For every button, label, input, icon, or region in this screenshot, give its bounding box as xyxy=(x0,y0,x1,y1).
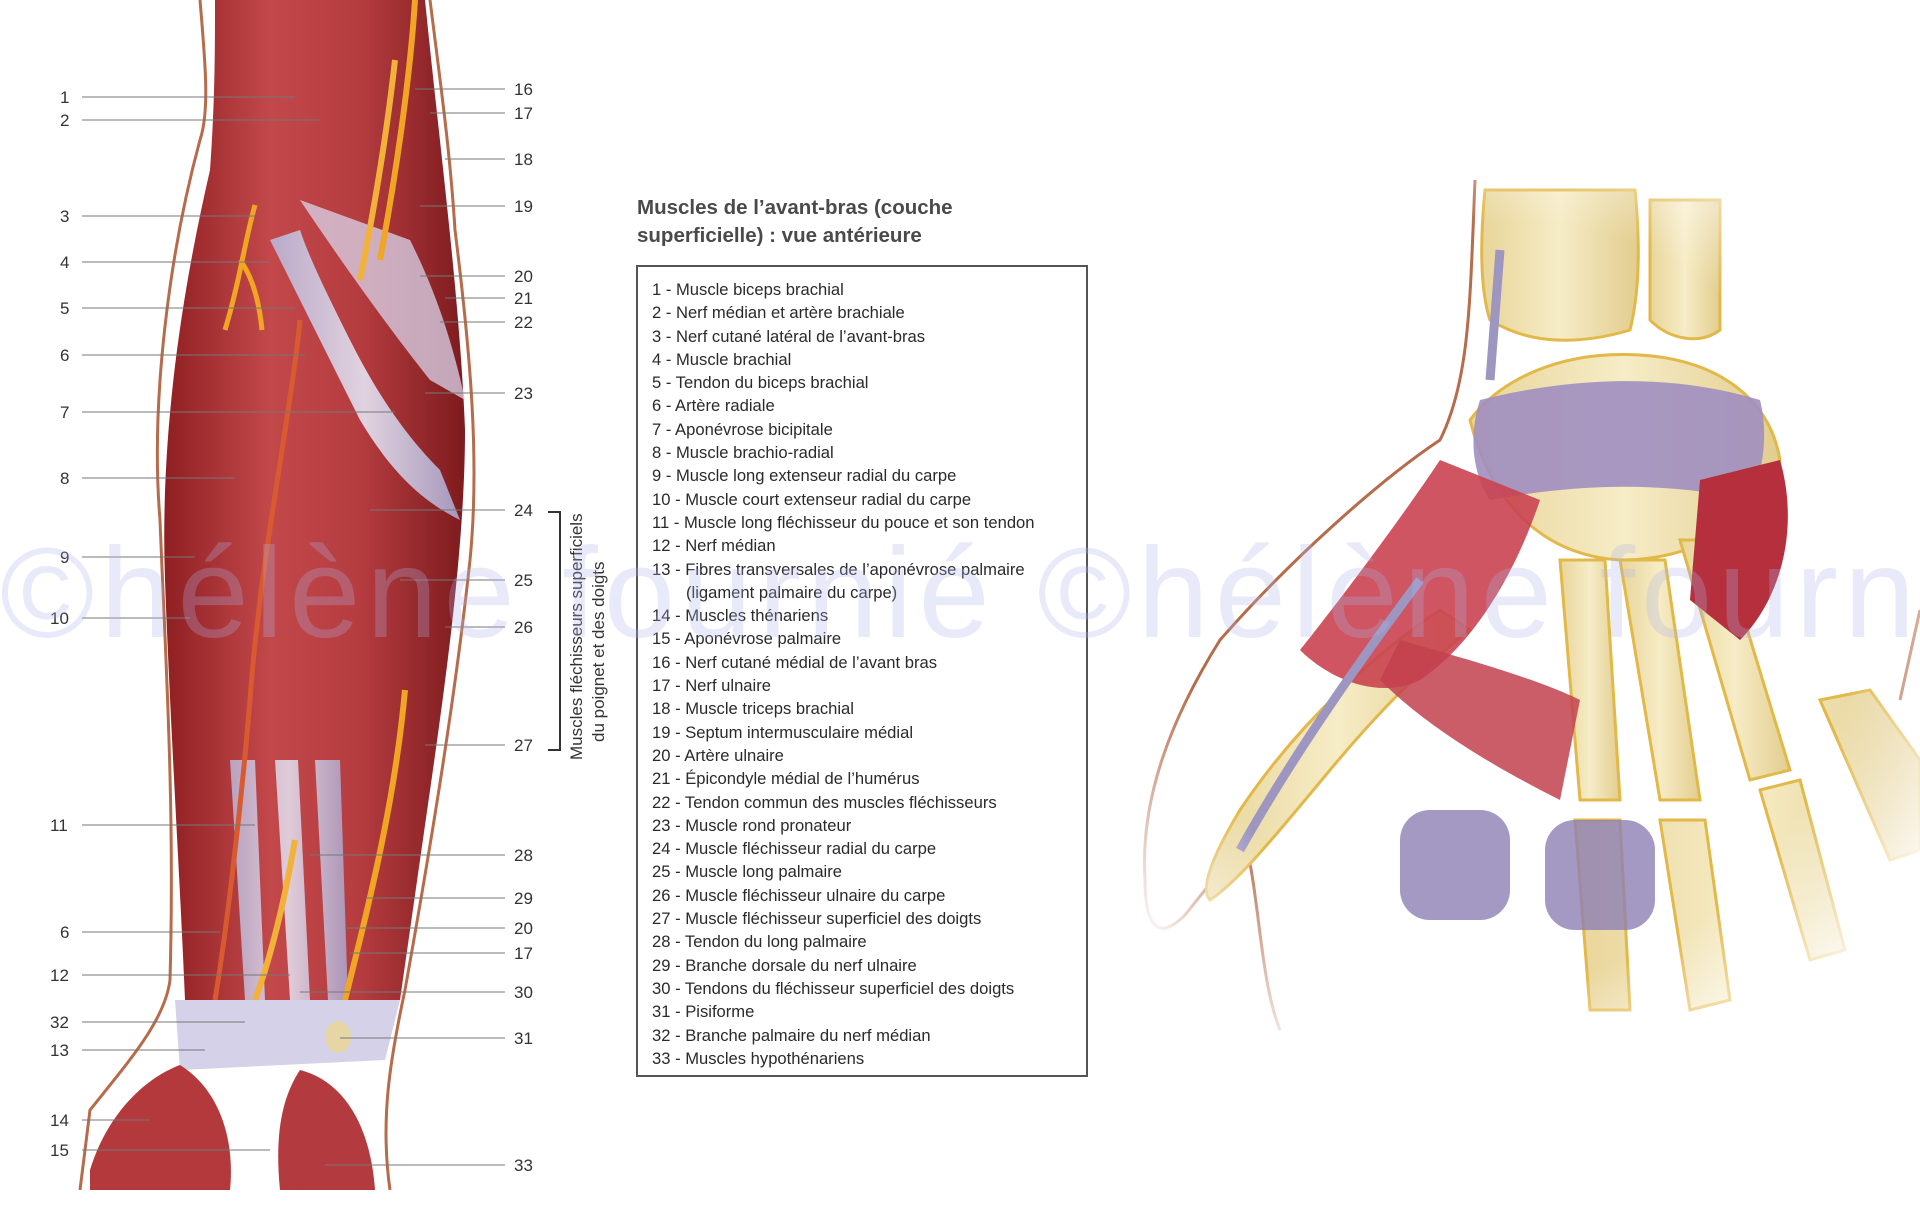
biceps-tendon xyxy=(270,230,460,520)
legend-item: 7 - Aponévrose bicipitale xyxy=(652,419,833,439)
legend-item: 14 - Muscles thénariens xyxy=(652,606,829,626)
legend-item: 28 - Tendon du long palmaire xyxy=(652,932,867,952)
legend-item: 2 - Nerf médian et artère brachiale xyxy=(652,303,905,323)
legend-item-continuation: (ligament palmaire du carpe) xyxy=(686,582,898,602)
legend-item: 11 - Muscle long fléchisseur du pouce et… xyxy=(652,512,1035,532)
label-right-21: 21 xyxy=(514,289,533,308)
legend-item: 22 - Tendon commun des muscles fléchisse… xyxy=(652,792,997,812)
legend-item: 31 - Pisiforme xyxy=(652,1002,755,1022)
forearm-drawing xyxy=(78,0,476,1191)
label-left-6: 6 xyxy=(60,346,69,365)
label-right-28: 28 xyxy=(514,846,533,865)
legend-item-text: 13 - Fibres transversales de l’aponévros… xyxy=(652,559,1025,579)
legend-item: 26 - Muscle fléchisseur ulnaire du carpe xyxy=(652,885,946,905)
legend-item: 33 - Muscles hypothénariens xyxy=(652,1048,865,1068)
label-left-12: 12 xyxy=(50,966,69,985)
legend-item: 17 - Nerf ulnaire xyxy=(652,676,771,696)
legend-item: 3 - Nerf cutané latéral de l’avant-bras xyxy=(652,326,926,346)
hand-drawing xyxy=(1120,150,1920,1050)
bracket-label-line2: du poignet et des doigts xyxy=(589,561,608,742)
label-right-16: 16 xyxy=(514,80,533,99)
thenar-muscles xyxy=(90,1065,231,1190)
legend-item-multiline: 13 - Fibres transversales de l’aponévros… xyxy=(652,558,1086,605)
label-left-32: 32 xyxy=(50,1013,69,1032)
label-left-2: 2 xyxy=(60,111,69,130)
label-left-11: 11 xyxy=(50,816,68,835)
legend-item: 6 - Artère radiale xyxy=(652,396,775,416)
label-left-6b: 6 xyxy=(60,923,69,942)
legend-item: 32 - Branche palmaire du nerf médian xyxy=(652,1025,931,1045)
legend-item: 10 - Muscle court extenseur radial du ca… xyxy=(652,489,972,509)
label-right-24: 24 xyxy=(514,501,533,520)
legend-item: 5 - Tendon du biceps brachial xyxy=(652,373,869,393)
legend-item: 16 - Nerf cutané médial de l’avant bras xyxy=(652,652,938,672)
pisiform xyxy=(325,1021,351,1053)
skin-outline-right xyxy=(384,0,476,1191)
diagram-title: Muscles de l’avant-bras (couche superfic… xyxy=(637,196,953,247)
legend-item: 4 - Muscle brachial xyxy=(652,349,792,369)
label-right-19: 19 xyxy=(514,197,533,216)
left-callouts: 1 2 3 4 5 6 7 8 9 10 11 6 12 32 13 14 15 xyxy=(50,88,395,1160)
legend-item: 9 - Muscle long extenseur radial du carp… xyxy=(652,466,957,486)
label-left-5: 5 xyxy=(60,299,69,318)
legend-item: 1 - Muscle biceps brachial xyxy=(652,280,844,299)
label-left-14: 14 xyxy=(50,1111,69,1130)
label-right-29: 29 xyxy=(514,889,533,908)
label-right-26: 26 xyxy=(514,618,533,637)
label-left-10: 10 xyxy=(50,609,69,628)
legend-item: 15 - Aponévrose palmaire xyxy=(652,629,842,649)
label-left-3: 3 xyxy=(60,207,69,226)
label-right-20: 20 xyxy=(514,267,533,286)
label-right-25: 25 xyxy=(514,571,533,590)
label-right-22: 22 xyxy=(514,313,533,332)
legend-box: 1 - Muscle biceps brachial 2 - Nerf médi… xyxy=(636,265,1088,1077)
skin-outline-left xyxy=(78,0,208,1191)
label-right-17: 17 xyxy=(514,104,533,123)
label-right-20b: 20 xyxy=(514,919,533,938)
legend-item: 12 - Nerf médian xyxy=(652,536,776,556)
bicipital-aponeurosis xyxy=(300,200,465,400)
forearm-muscle-mass xyxy=(164,0,465,1000)
retinaculum xyxy=(175,1000,400,1070)
label-right-18: 18 xyxy=(514,150,533,169)
label-right-30: 30 xyxy=(514,983,533,1002)
legend-item: 29 - Branche dorsale du nerf ulnaire xyxy=(652,955,917,975)
hypothenar-muscles xyxy=(278,1070,375,1190)
label-left-7: 7 xyxy=(60,403,69,422)
label-right-17b: 17 xyxy=(514,944,533,963)
legend-item: 20 - Artère ulnaire xyxy=(652,745,784,765)
label-left-9: 9 xyxy=(60,548,69,567)
legend-item: 8 - Muscle brachio-radial xyxy=(652,443,834,463)
label-left-13: 13 xyxy=(50,1041,69,1060)
legend-item: 25 - Muscle long palmaire xyxy=(652,862,842,882)
right-callouts: 16 17 18 19 20 21 22 23 24 25 26 27 28 2… xyxy=(300,80,608,1175)
label-left-1: 1 xyxy=(60,88,69,107)
legend-item: 23 - Muscle rond pronateur xyxy=(652,815,852,835)
hand-fade xyxy=(1120,150,1920,1050)
legend-item: 21 - Épicondyle médial de l’humérus xyxy=(652,769,920,789)
label-left-4: 4 xyxy=(60,253,69,272)
legend-item: 18 - Muscle triceps brachial xyxy=(652,699,854,719)
legend-item: 19 - Septum intermusculaire médial xyxy=(652,722,914,742)
ulnar-nerve xyxy=(342,0,418,1001)
legend-item: 24 - Muscle fléchisseur radial du carpe xyxy=(652,839,937,859)
median-nerve xyxy=(252,59,398,1002)
bracket-label-line1: Muscles fléchisseurs superficiels xyxy=(567,513,586,760)
label-right-33: 33 xyxy=(514,1156,533,1175)
label-right-27: 27 xyxy=(514,736,533,755)
label-right-31: 31 xyxy=(514,1029,533,1048)
label-left-15: 15 xyxy=(50,1141,69,1160)
legend-item: 27 - Muscle fléchisseur superficiel des … xyxy=(652,909,982,929)
radial-artery xyxy=(212,319,303,1001)
flexor-group-bracket xyxy=(548,511,561,751)
label-left-8: 8 xyxy=(60,469,69,488)
label-right-23: 23 xyxy=(514,384,533,403)
legend-item: 30 - Tendons du fléchisseur superficiel … xyxy=(652,978,1015,998)
